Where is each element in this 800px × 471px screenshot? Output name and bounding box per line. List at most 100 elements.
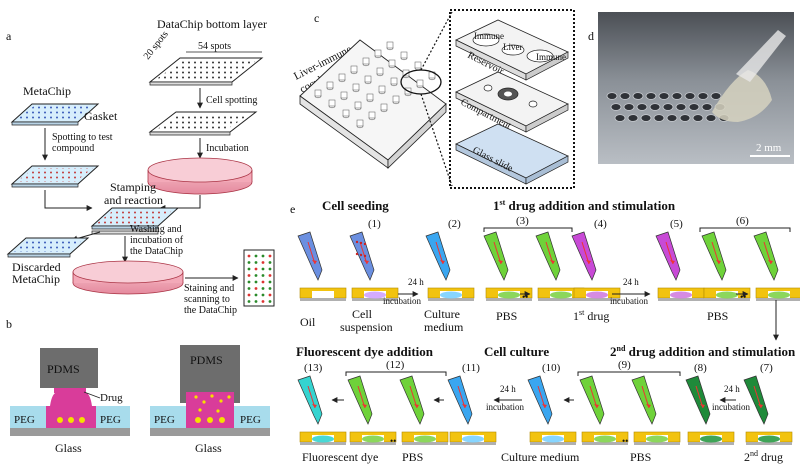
staining-1: Staining and	[184, 283, 234, 294]
cell-culture-title: Cell culture	[484, 344, 549, 359]
panel-c: c Liver-immune coculture array Immune Li…	[292, 9, 575, 189]
oil-label: Oil	[300, 315, 316, 329]
culture-medium-1: Culture	[424, 307, 460, 321]
peg-right-1: PEG	[154, 414, 175, 426]
second-drug-title: 2nd drug addition and stimulation	[610, 344, 796, 359]
svg-text:24 h: 24 h	[724, 384, 740, 394]
e-bottom-step-8	[685, 375, 735, 445]
e-top-step-1	[297, 231, 347, 301]
e-top-step-7	[655, 231, 705, 301]
reservoir-layer	[455, 19, 569, 81]
incubation-dish	[147, 157, 253, 195]
panel-e: e Cell seeding 1st drug addition and sti…	[290, 198, 800, 464]
liver-label: Liver	[503, 42, 523, 52]
peg-left-1: PEG	[14, 414, 35, 426]
discarded-metachip	[6, 237, 90, 258]
e-bottom-step-7	[631, 375, 681, 445]
svg-text:••: ••	[740, 292, 746, 302]
step-number-3: (3)	[516, 215, 529, 227]
arrow-merge-right	[159, 195, 201, 211]
staining-3: the DataChip	[184, 305, 237, 316]
stamped-chips	[90, 207, 180, 235]
culture-medium-2: medium	[424, 320, 464, 334]
staining-2: scanning to	[184, 294, 230, 305]
svg-text:incubation: incubation	[610, 296, 648, 306]
peg-right-2: PEG	[240, 414, 261, 426]
datachip-bottom-layer	[148, 57, 264, 86]
first-drug-label: 1st drug	[573, 308, 609, 323]
droplet	[712, 70, 772, 122]
e-bottom-step-3	[399, 375, 449, 445]
second-drug-label: 2nd drug	[744, 449, 783, 464]
incubation-label: Incubation	[206, 143, 249, 154]
cell-susp-1: Cell	[352, 307, 373, 321]
metachip	[10, 103, 100, 126]
pbs-label-1: PBS	[496, 309, 517, 323]
stamping-1: Stamping	[110, 180, 156, 194]
datachip-title: DataChip bottom layer	[157, 17, 267, 31]
gasket-label: Gasket	[84, 109, 118, 123]
step-number-5: (5)	[670, 218, 683, 230]
glass-right	[150, 428, 270, 436]
step-number-12: (12)	[386, 359, 405, 371]
panel-c-letter: c	[314, 11, 319, 25]
coculture-array-slide	[299, 39, 447, 169]
spots-x-label: 54 spots	[198, 41, 231, 52]
pdms-left-label: PDMS	[47, 362, 80, 376]
e-bottom-step-2	[347, 375, 397, 445]
fluor-title: Fluorescent dye addition	[296, 344, 434, 359]
immune-label-1: Immune	[474, 31, 504, 41]
e-bottom-step-5	[527, 375, 577, 445]
discarded-1: Discarded	[12, 260, 61, 274]
panel-d: d 2 mm	[588, 12, 794, 164]
exploded-view-box	[449, 9, 575, 189]
first-drug-title: 1st drug addition and stimulation	[493, 198, 676, 213]
e-top-step-8	[701, 231, 751, 301]
e-bottom-step-4	[447, 375, 497, 445]
e-bottom-step-1	[297, 375, 347, 445]
spots-y-label: 20 spots	[142, 29, 171, 62]
step-number-11: (11)	[462, 362, 480, 374]
step-number-4: (4)	[594, 218, 607, 230]
datachip-spotted	[148, 111, 258, 136]
panel-d-letter: d	[588, 29, 594, 43]
staining-dish	[72, 260, 184, 295]
drug-label: Drug	[100, 392, 123, 404]
fluorescent-dye-label: Fluorescent dye	[302, 450, 378, 464]
panel-a: a DataChip bottom layer 54 spots 20 spot…	[6, 17, 275, 316]
panel-a-letter: a	[6, 29, 12, 43]
svg-text:incubation: incubation	[712, 402, 750, 412]
immune-label-2: Immune	[536, 52, 566, 62]
svg-text:••: ••	[522, 292, 528, 302]
pbs-label-4: PBS	[630, 450, 651, 464]
stamping-2: and reaction	[104, 193, 163, 207]
svg-text:24 h: 24 h	[408, 277, 424, 287]
step-number-13: (13)	[304, 362, 323, 374]
e-top-step-3	[425, 231, 475, 301]
scanned-datachip	[243, 249, 275, 307]
e-bottom-step-9	[743, 375, 793, 445]
pdms-right-label: PDMS	[190, 353, 223, 367]
svg-text:••: ••	[390, 436, 396, 446]
panel-e-letter: e	[290, 202, 295, 216]
glass-right-label: Glass	[195, 441, 222, 455]
discarded-2: MetaChip	[12, 272, 60, 286]
panel-b: b PDMS Drug PEG PEG Glass PDMS PEG PEG G…	[6, 317, 270, 455]
e-top-step-2	[349, 231, 399, 301]
step-number-8: (8)	[694, 362, 707, 374]
step-number-2: (2)	[448, 218, 461, 230]
svg-text:incubation: incubation	[383, 296, 421, 306]
e-top-step-5	[535, 231, 585, 301]
cell-spotting-label: Cell spotting	[206, 95, 257, 106]
metachip-label: MetaChip	[23, 84, 71, 98]
e-top-step-6	[571, 231, 621, 301]
washing-1: Washing and	[130, 224, 182, 235]
scale-label: 2 mm	[756, 142, 782, 154]
spotting-test-1: Spotting to test	[52, 132, 113, 143]
drug-well-right	[186, 403, 234, 428]
spotting-test-2: compound	[52, 143, 94, 154]
pbs-label-2: PBS	[707, 309, 728, 323]
glass-left-label: Glass	[55, 441, 82, 455]
compartment-layer	[455, 71, 569, 133]
